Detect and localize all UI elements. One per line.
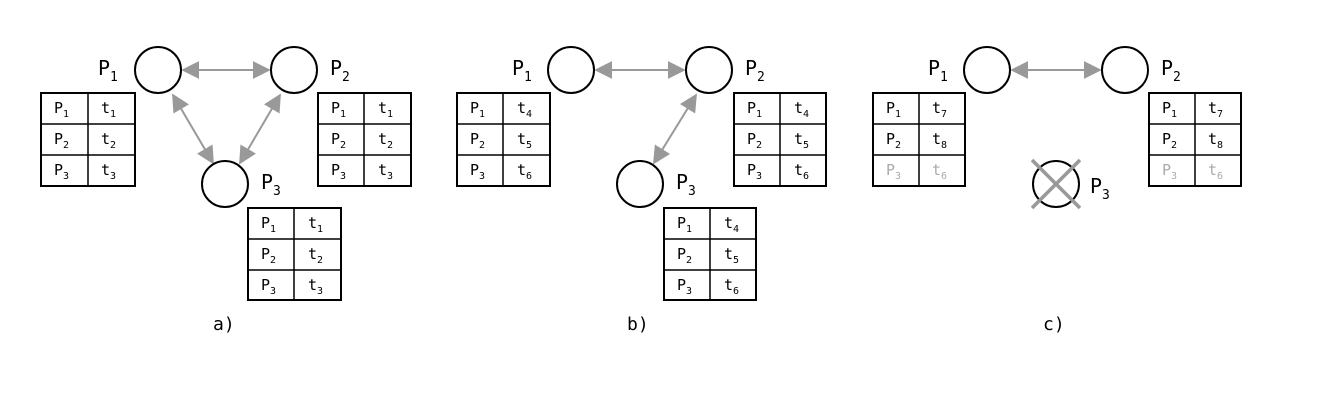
table-p2: P1 t4 P2 t5 P3 t6 <box>733 92 827 187</box>
failed-node-p3 <box>1030 158 1082 210</box>
table-cell: P3 <box>261 276 276 297</box>
panel-a: P1 P2 P3 P1 t1 P2 t2 P3 t3 P1 t1 P2 t2 P… <box>40 46 412 335</box>
table-cell-stale: P3 <box>1162 161 1177 182</box>
node-label-p3: P3 <box>261 170 281 199</box>
table-p1: P1 t7 P2 t8 P3 t6 <box>872 92 966 187</box>
node-p2 <box>685 46 733 94</box>
table-cell: P2 <box>54 130 69 151</box>
node-p3 <box>616 160 664 208</box>
table-cell: P2 <box>886 130 901 151</box>
node-label-p3: P3 <box>1090 174 1110 203</box>
table-cell: P1 <box>261 214 276 235</box>
table-cell: P1 <box>470 99 485 120</box>
table-cell: t4 <box>517 99 532 120</box>
table-cell: t4 <box>794 99 809 120</box>
table-cell-stale: t6 <box>932 161 947 182</box>
node-label-p2: P2 <box>745 56 765 85</box>
node-p1 <box>547 46 595 94</box>
table-cell: t7 <box>1208 99 1223 120</box>
table-cell: P3 <box>747 161 762 182</box>
arrow-p1-p3 <box>172 93 214 165</box>
table-cell: P1 <box>677 214 692 235</box>
table-p2: P1 t7 P2 t8 P3 t6 <box>1148 92 1242 187</box>
arrow-p2-p3 <box>239 93 281 165</box>
table-cell: P1 <box>747 99 762 120</box>
node-p1 <box>134 46 182 94</box>
caption-b: b) <box>627 314 649 335</box>
node-p2 <box>1101 46 1149 94</box>
node-label-p1: P1 <box>512 56 532 85</box>
table-p3: P1 t4 P2 t5 P3 t6 <box>663 207 757 301</box>
node-p3 <box>201 160 249 208</box>
table-cell: t5 <box>724 245 739 266</box>
table-cell: t3 <box>308 276 323 297</box>
table-cell: P1 <box>331 99 346 120</box>
table-cell: P1 <box>54 99 69 120</box>
table-cell: P1 <box>1162 99 1177 120</box>
table-cell: t5 <box>517 130 532 151</box>
table-cell: t7 <box>932 99 947 120</box>
table-cell: P2 <box>261 245 276 266</box>
table-cell: t8 <box>932 130 947 151</box>
table-cell: P2 <box>470 130 485 151</box>
table-cell: t2 <box>378 130 393 151</box>
node-label-p2: P2 <box>1161 56 1181 85</box>
table-cell: P3 <box>470 161 485 182</box>
table-cell: t2 <box>101 130 116 151</box>
table-cell: P3 <box>54 161 69 182</box>
table-cell: t3 <box>101 161 116 182</box>
table-cell: P3 <box>677 276 692 297</box>
table-cell-stale: P3 <box>886 161 901 182</box>
table-p3: P1 t1 P2 t2 P3 t3 <box>247 207 342 301</box>
table-cell: t6 <box>724 276 739 297</box>
table-cell: t6 <box>794 161 809 182</box>
table-cell: P2 <box>677 245 692 266</box>
node-label-p1: P1 <box>928 56 948 85</box>
table-cell: t1 <box>378 99 393 120</box>
table-cell: P2 <box>1162 130 1177 151</box>
caption-c: c) <box>1043 314 1065 335</box>
panel-c: P1 P2 P3 P1 t7 P2 t8 P3 t6 P1 t7 P2 t8 P… <box>872 46 1242 335</box>
table-cell: t5 <box>794 130 809 151</box>
table-cell: t2 <box>308 245 323 266</box>
node-p1 <box>963 46 1011 94</box>
caption-a: a) <box>213 314 235 335</box>
node-label-p1: P1 <box>98 56 118 85</box>
table-cell: t6 <box>517 161 532 182</box>
table-cell: t4 <box>724 214 739 235</box>
table-p1: P1 t1 P2 t2 P3 t3 <box>40 92 136 187</box>
node-label-p2: P2 <box>330 56 350 85</box>
table-cell: P2 <box>331 130 346 151</box>
node-label-p3: P3 <box>676 170 696 199</box>
table-p2: P1 t1 P2 t2 P3 t3 <box>317 92 412 187</box>
table-p1: P1 t4 P2 t5 P3 t6 <box>456 92 551 187</box>
table-cell: P2 <box>747 130 762 151</box>
table-cell: t1 <box>101 99 116 120</box>
node-p2 <box>270 46 318 94</box>
table-cell: t8 <box>1208 130 1223 151</box>
table-cell: P3 <box>331 161 346 182</box>
arrow-p2-p3 <box>653 93 697 165</box>
panel-b: P1 P2 P3 P1 t4 P2 t5 P3 t6 P1 t4 P2 t5 P… <box>456 46 827 335</box>
table-cell: t1 <box>308 214 323 235</box>
table-cell: t3 <box>378 161 393 182</box>
table-cell: P1 <box>886 99 901 120</box>
table-cell-stale: t6 <box>1208 161 1223 182</box>
